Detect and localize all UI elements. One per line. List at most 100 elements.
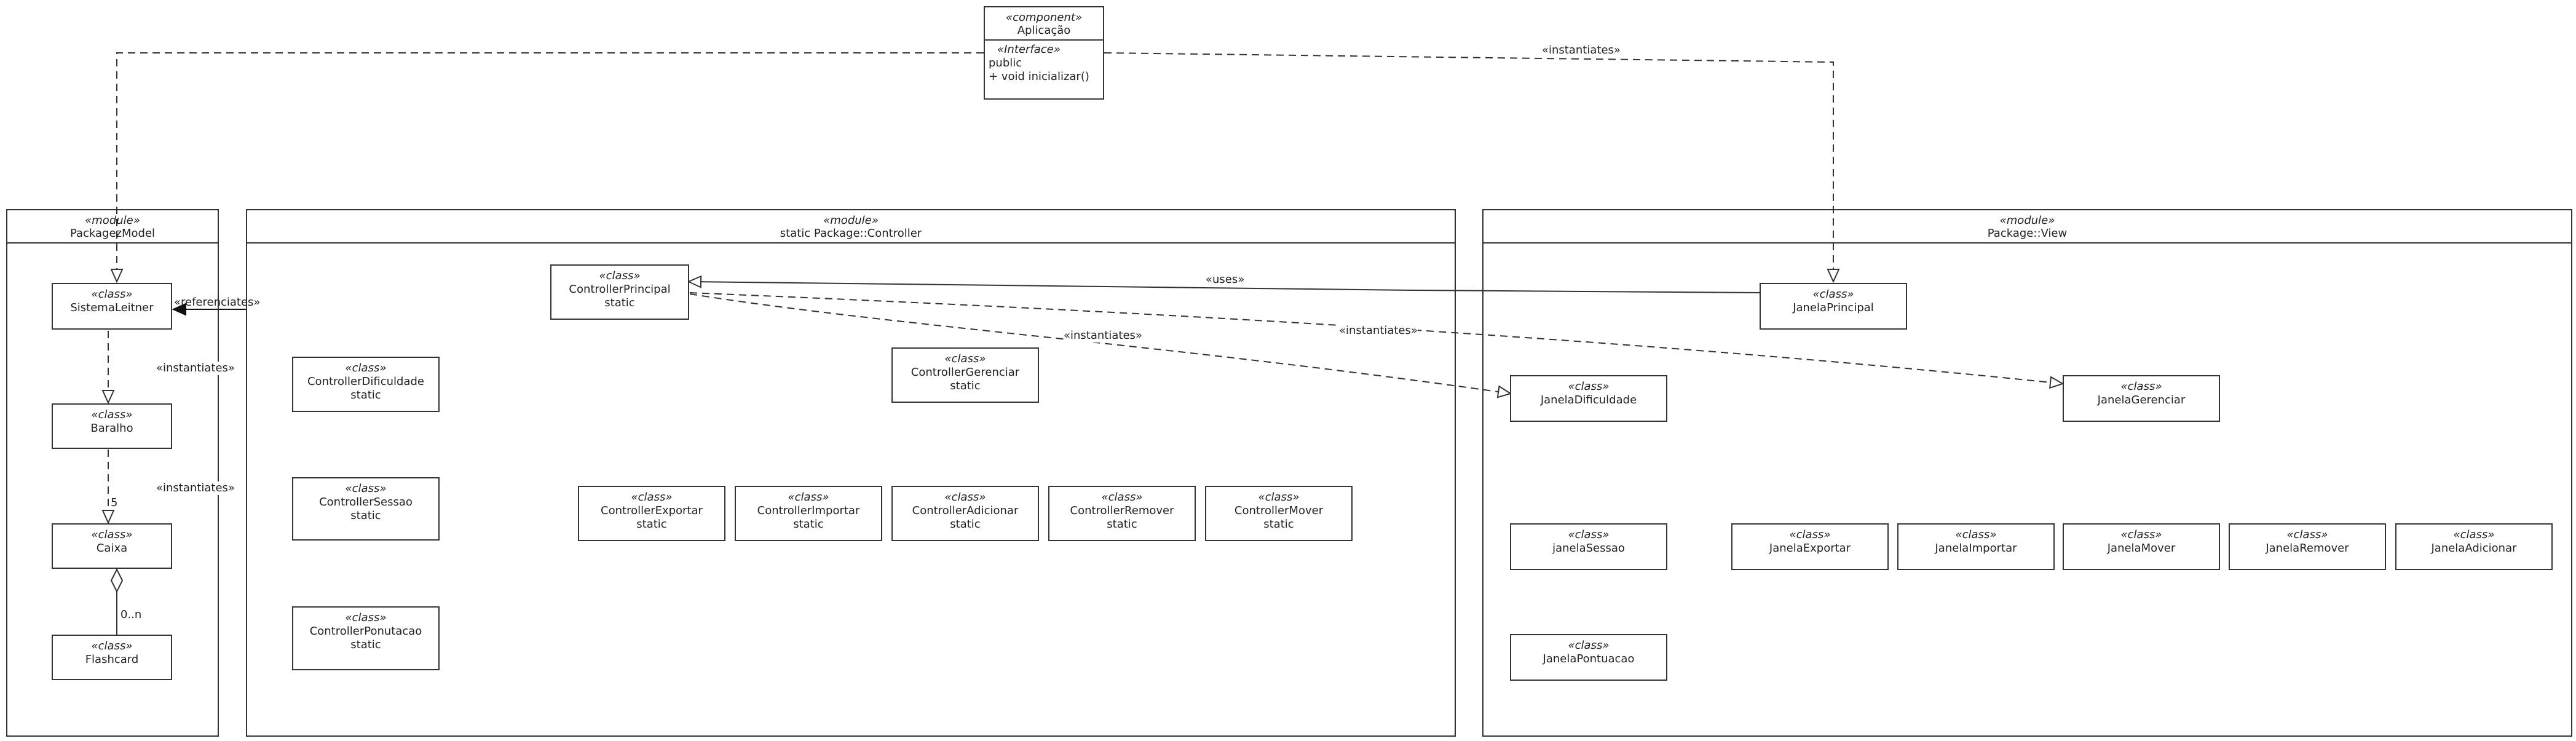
class-caixa[interactable]: «class» Caixa [52,523,172,569]
class-name: Flashcard [85,653,139,666]
class-stereotype: «class» [91,640,133,652]
class-stereotype: «class» [1568,639,1610,652]
label-multiplicity-0n: 0..n [121,608,142,621]
class-modifier: static [350,638,381,651]
label-referenciates: «referenciates» [174,296,261,309]
class-stereotype: «class» [91,408,133,421]
label-instantiates-caixa: «instantiates» [156,481,235,495]
edge-instantiates-dificuldade [689,293,1511,394]
class-janelaexportar[interactable]: «class» JanelaExportar [1731,523,1889,570]
package-model-header: «module» PackagezModel [7,210,218,244]
class-modifier: static [636,518,667,531]
class-controllermover[interactable]: «class» ControllerMover static [1205,486,1353,541]
component-stereotype: «component» [1005,11,1083,24]
package-stereotype: «module» [823,214,879,227]
component-body: «Interface» public + void inicializar() [985,41,1103,86]
class-flashcard[interactable]: «class» Flashcard [52,635,172,680]
class-name: JanelaPontuacao [1543,652,1635,665]
class-stereotype: «class» [2286,528,2328,541]
interface-visibility: public [989,57,1022,69]
package-stereotype: «module» [1999,214,2055,227]
label-instantiates-gerenciar: «instantiates» [1339,324,1418,338]
package-model[interactable]: «module» PackagezModel [6,209,219,737]
class-stereotype: «class» [2120,380,2162,393]
class-controllerimportar[interactable]: «class» ControllerImportar static [735,486,882,541]
class-modifier: static [1107,518,1137,531]
class-stereotype: «class» [1955,528,1997,541]
label-instantiates-top: «instantiates» [1542,44,1621,57]
class-janelagerenciar[interactable]: «class» JanelaGerenciar [2063,375,2220,422]
package-view-header: «module» Package::View [1484,210,2571,244]
package-name: Package::View [1987,227,2068,240]
edge-uses [689,282,1760,293]
class-stereotype: «class» [944,352,986,365]
class-janelapontuacao[interactable]: «class» JanelaPontuacao [1510,634,1667,681]
class-janelaimportar[interactable]: «class» JanelaImportar [1897,523,2055,570]
class-janelaremover[interactable]: «class» JanelaRemover [2229,523,2386,570]
class-stereotype: «class» [345,611,387,624]
class-name: ControllerMover [1234,504,1324,517]
class-controllerprincipal[interactable]: «class» ControllerPrincipal static [550,264,689,320]
class-name: ControllerImportar [757,504,860,517]
class-name: JanelaDificuldade [1540,394,1637,406]
class-baralho[interactable]: «class» Baralho [52,403,172,449]
class-controllersessao[interactable]: «class» ControllerSessao static [292,477,440,541]
class-controllerexportar[interactable]: «class» ControllerExportar static [578,486,725,541]
package-view[interactable]: «module» Package::View [1482,209,2572,737]
class-sistemaleitner[interactable]: «class» SistemaLeitner [52,283,172,330]
package-controller[interactable]: «module» static Package::Controller [246,209,1456,737]
label-instantiates-baralho: «instantiates» [156,362,235,375]
component-aplicacao[interactable]: «component» Aplicação «Interface» public… [984,6,1104,100]
class-name: Baralho [90,422,133,435]
class-modifier: static [604,296,635,309]
edge-instantiates-gerenciar [689,292,2063,384]
class-janelamover[interactable]: «class» JanelaMover [2063,523,2220,570]
class-stereotype: «class» [1789,528,1831,541]
class-stereotype: «class» [345,362,387,374]
class-name: SistemaLeitner [70,301,154,314]
class-modifier: static [1263,518,1294,531]
package-stereotype: «module» [85,214,140,227]
class-name: ControllerAdicionar [912,504,1019,517]
package-controller-header: «module» static Package::Controller [247,210,1455,244]
class-modifier: static [950,379,981,392]
class-stereotype: «class» [944,491,986,504]
component-name: Aplicação [1017,24,1071,37]
label-multiplicity-5: 5 [111,496,118,509]
class-stereotype: «class» [788,491,829,504]
class-controllerponutacao[interactable]: «class» ControllerPonutacao static [292,606,440,670]
class-name: ControllerRemover [1070,504,1174,517]
class-controllergerenciar[interactable]: «class» ControllerGerenciar static [891,347,1039,403]
class-name: ControllerPonutacao [309,625,422,638]
label-uses: «uses» [1206,273,1245,287]
class-janelaadicionar[interactable]: «class» JanelaAdicionar [2395,523,2553,570]
class-modifier: static [793,518,824,531]
class-stereotype: «class» [1812,288,1854,301]
class-janelasessao[interactable]: «class» janelaSessao [1510,523,1667,570]
class-name: ControllerGerenciar [911,366,1020,379]
class-name: ControllerPrincipal [569,283,671,296]
class-name: JanelaPrincipal [1793,301,1874,314]
edge-aplicacao-janelaprincipal [1104,52,1833,282]
class-controllerdificuldade[interactable]: «class» ControllerDificuldade static [292,357,440,412]
class-stereotype: «class» [91,288,133,301]
class-name: JanelaAdicionar [2431,542,2517,555]
label-instantiates-dificuldade: «instantiates» [1064,329,1142,343]
class-name: ControllerExportar [601,504,703,517]
package-name: static Package::Controller [780,227,922,240]
class-stereotype: «class» [1568,528,1610,541]
class-stereotype: «class» [345,482,387,495]
package-name: PackagezModel [69,227,156,240]
class-stereotype: «class» [599,269,641,282]
class-name: JanelaGerenciar [2097,394,2186,406]
aggregation-diamond [110,568,124,593]
class-janelaprincipal[interactable]: «class» JanelaPrincipal [1760,283,1907,330]
class-stereotype: «class» [2453,528,2495,541]
class-stereotype: «class» [91,528,133,541]
class-controllerremover[interactable]: «class» ControllerRemover static [1048,486,1196,541]
class-janeladificuldade[interactable]: «class» JanelaDificuldade [1510,375,1667,422]
class-name: janelaSessao [1552,542,1625,555]
class-modifier: static [350,389,381,402]
class-controlleradicionar[interactable]: «class» ControllerAdicionar static [891,486,1039,541]
